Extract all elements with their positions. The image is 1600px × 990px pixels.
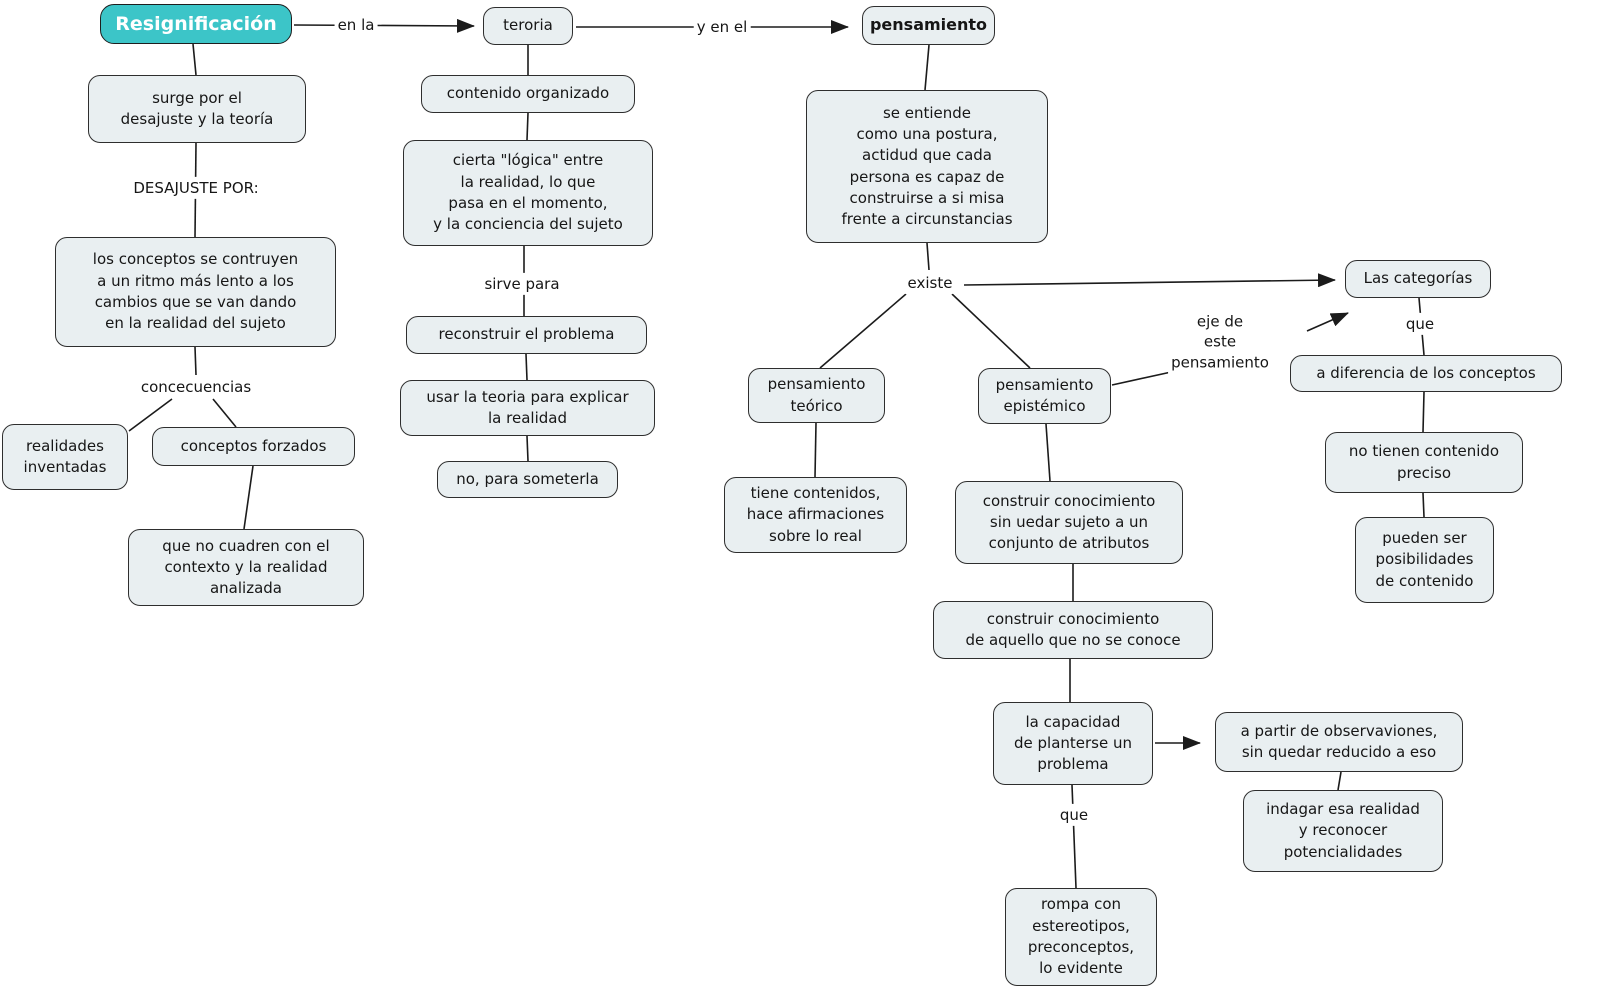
link-concecuencias-realidades xyxy=(128,398,173,432)
concept-no-someterla[interactable]: no, para someterla xyxy=(437,461,618,498)
link-existe-categorias xyxy=(963,273,1336,288)
concept-contenido-organizado[interactable]: contenido organizado xyxy=(421,75,635,113)
link-teorico-contenidos xyxy=(814,422,817,478)
concept-pensamiento-teorico[interactable]: pensamiento teórico xyxy=(748,368,885,423)
link-label-desajuste-por[interactable]: DESAJUSTE POR: xyxy=(130,176,262,200)
link-label-que-problema[interactable]: que xyxy=(1056,803,1092,827)
concept-construir-aquello[interactable]: construir conocimiento de aquello que no… xyxy=(933,601,1213,659)
link-label-en-la[interactable]: en la xyxy=(334,13,378,37)
concept-a-diferencia[interactable]: a diferencia de los conceptos xyxy=(1290,355,1562,392)
concept-indagar-realidad[interactable]: indagar esa realidad y reconocer potenci… xyxy=(1243,790,1443,872)
concept-reconstruir-problema[interactable]: reconstruir el problema xyxy=(406,316,647,354)
concept-pensamiento[interactable]: pensamiento xyxy=(862,6,995,45)
link-capacidad-rompa xyxy=(1071,784,1077,889)
concept-pueden-ser-posibilidades[interactable]: pueden ser posibilidades de contenido xyxy=(1355,517,1494,603)
concept-a-partir-observaciones[interactable]: a partir de observaviones, sin quedar re… xyxy=(1215,712,1463,772)
concept-surge-desajuste[interactable]: surge por el desajuste y la teoría xyxy=(88,75,306,143)
concept-tiene-contenidos[interactable]: tiene contenidos, hace afirmaciones sobr… xyxy=(724,477,907,553)
link-notienen-pueden xyxy=(1422,492,1425,518)
link-label-concecuencias[interactable]: concecuencias xyxy=(137,375,255,399)
link-apartir-indagar xyxy=(1337,771,1342,791)
link-epistemico-construir xyxy=(1045,423,1051,482)
link-forzados-cuadren xyxy=(243,465,254,530)
concept-pensamiento-epistemico[interactable]: pensamiento epistémico xyxy=(978,368,1111,424)
link-reconstruir-usar xyxy=(525,353,528,381)
link-eje-categorias xyxy=(1306,312,1349,332)
concept-construir-sin-atributos[interactable]: construir conocimiento sin uedar sujeto … xyxy=(955,481,1183,564)
concept-conceptos-ritmo[interactable]: los conceptos se contruyen a un ritmo má… xyxy=(55,237,336,347)
concept-usar-teoria[interactable]: usar la teoria para explicar la realidad xyxy=(400,380,655,436)
link-entiende-existe xyxy=(926,242,930,271)
link-usar-someterla xyxy=(526,435,529,462)
link-concecuencias-forzados xyxy=(212,398,237,428)
concept-rompa-estereotipos[interactable]: rompa con estereotipos, preconceptos, lo… xyxy=(1005,888,1157,986)
link-label-y-en-el[interactable]: y en el xyxy=(693,15,751,39)
link-label-sirve-para[interactable]: sirve para xyxy=(481,272,563,296)
link-resignificacion-surge xyxy=(192,43,197,76)
concept-que-no-cuadren[interactable]: que no cuadren con el contexto y la real… xyxy=(128,529,364,606)
concept-cierta-logica[interactable]: cierta "lógica" entre la realidad, lo qu… xyxy=(403,140,653,246)
concept-resignificacion[interactable]: Resignificación xyxy=(100,4,292,44)
link-label-eje-pensamiento[interactable]: eje de este pensamiento xyxy=(1168,310,1272,374)
link-existe-epistemico xyxy=(951,293,1031,369)
concept-no-tienen-contenido[interactable]: no tienen contenido preciso xyxy=(1325,432,1523,493)
concept-capacidad-problema[interactable]: la capacidad de planterse un problema xyxy=(993,702,1153,785)
concept-se-entiende-postura[interactable]: se entiende como una postura, actidud qu… xyxy=(806,90,1048,243)
link-diferencia-notienen xyxy=(1422,391,1425,433)
link-existe-teorico xyxy=(819,293,907,369)
concept-conceptos-forzados[interactable]: conceptos forzados xyxy=(152,427,355,466)
concept-teroria[interactable]: teroria xyxy=(483,7,573,45)
link-resignificacion-teroria xyxy=(293,18,475,33)
link-conceptos-concecuencias xyxy=(194,346,197,376)
concept-realidades-inventadas[interactable]: realidades inventadas xyxy=(2,424,128,490)
link-contenido-cierta xyxy=(526,112,529,141)
link-pensamiento-entiende xyxy=(924,44,930,91)
link-label-existe[interactable]: existe xyxy=(904,271,956,295)
link-label-que-categorias[interactable]: que xyxy=(1402,312,1438,336)
concept-las-categorias[interactable]: Las categorías xyxy=(1345,260,1491,298)
